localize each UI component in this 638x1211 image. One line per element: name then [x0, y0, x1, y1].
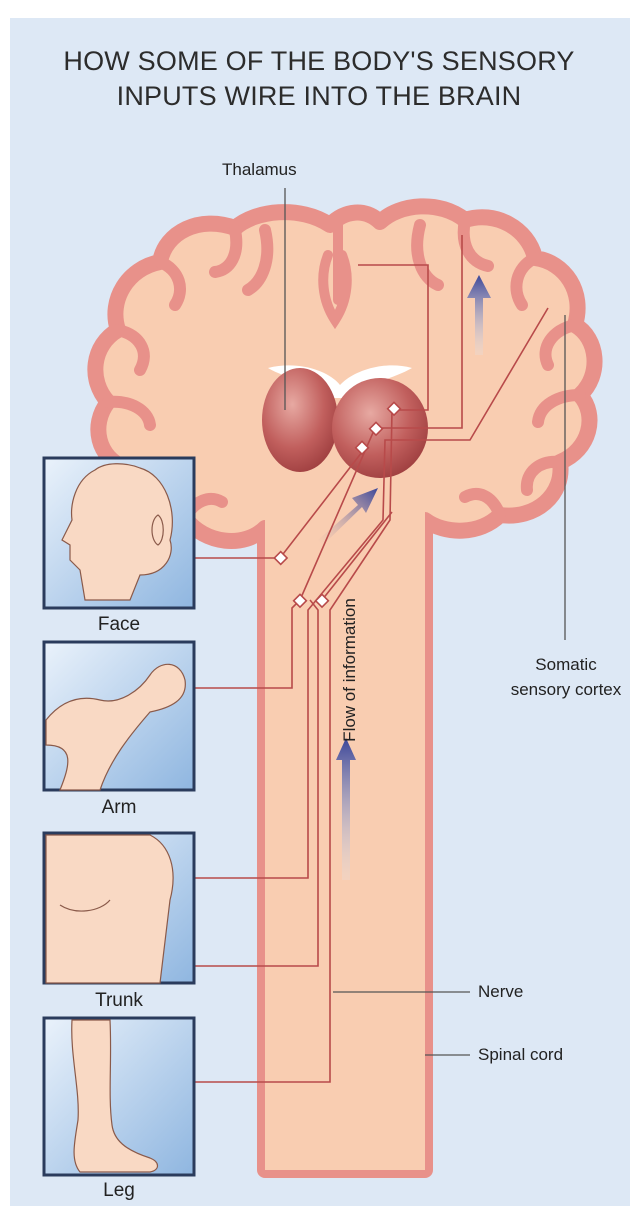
- thalamus-left-lobe: [262, 368, 338, 472]
- thalamus-label: Thalamus: [222, 160, 297, 180]
- inset-arm: [44, 642, 194, 790]
- flow-of-information-label: Flow of information: [340, 540, 364, 800]
- trunk-drawing: [46, 835, 173, 983]
- nerve-label: Nerve: [478, 982, 523, 1002]
- leg-label: Leg: [64, 1180, 174, 1202]
- inset-face: [44, 458, 194, 608]
- inset-leg: [44, 1018, 194, 1175]
- arm-label: Arm: [64, 797, 174, 819]
- inset-trunk: [44, 833, 194, 983]
- trunk-label: Trunk: [64, 990, 174, 1012]
- spinal-cord-label: Spinal cord: [478, 1045, 563, 1065]
- somatic-sensory-cortex-label: Somatic sensory cortex: [505, 652, 627, 702]
- face-label: Face: [64, 614, 174, 636]
